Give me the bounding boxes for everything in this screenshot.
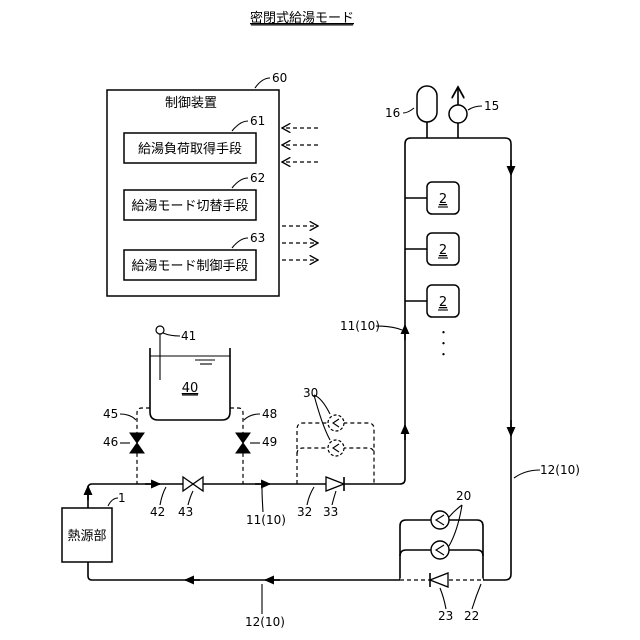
ref-49: 49 bbox=[262, 435, 277, 449]
ref-22: 22 bbox=[464, 609, 479, 623]
ref-32: 32 bbox=[297, 505, 312, 519]
terminal-label-2: 2 bbox=[439, 243, 447, 258]
ref-62: 62 bbox=[250, 171, 265, 185]
diagram-title: 密閉式給湯モード bbox=[250, 10, 354, 26]
controller-box: 制御装置 60 給湯負荷取得手段 61 給湯モード切替手段 62 給湯モード制御… bbox=[107, 71, 287, 296]
label-supply-bottom: 11(10) bbox=[246, 513, 286, 527]
unit-label-mode-switch: 給湯モード切替手段 bbox=[131, 199, 248, 214]
check-valve-33 bbox=[326, 477, 344, 491]
terminal-label-1: 2 bbox=[439, 192, 447, 207]
label-return-bottom: 12(10) bbox=[245, 615, 285, 629]
label-supply-top: 11(10) bbox=[340, 319, 380, 333]
heat-source: 熱源部 1 bbox=[62, 491, 126, 562]
ref-15: 15 bbox=[484, 99, 499, 113]
ref-1: 1 bbox=[118, 491, 126, 505]
ref-23: 23 bbox=[438, 609, 453, 623]
return-pumps-20 bbox=[400, 505, 483, 580]
unit-label-load-acquisition: 給湯負荷取得手段 bbox=[138, 141, 242, 157]
label-return-right: 12(10) bbox=[540, 463, 580, 477]
valve-46 bbox=[130, 433, 144, 453]
ref-48: 48 bbox=[262, 407, 277, 421]
ref-30: 30 bbox=[303, 386, 318, 400]
ref-41: 41 bbox=[181, 329, 196, 343]
ref-33: 33 bbox=[323, 505, 338, 519]
ref-20: 20 bbox=[456, 489, 471, 503]
ref-16: 16 bbox=[385, 106, 400, 120]
controller-title: 制御装置 bbox=[165, 96, 217, 111]
terminal-label-3: 2 bbox=[439, 295, 447, 310]
expansion-tank-16 bbox=[403, 86, 437, 138]
storage-tank: 40 41 bbox=[150, 326, 230, 420]
bypass-30 bbox=[297, 395, 374, 484]
terminals-more: ・・・ bbox=[437, 327, 450, 360]
heat-source-label: 熱源部 bbox=[67, 529, 106, 544]
ref-60: 60 bbox=[272, 71, 287, 85]
ref-63: 63 bbox=[250, 231, 265, 245]
ref-46: 46 bbox=[103, 435, 118, 449]
controller-signal-arrows bbox=[282, 128, 318, 260]
air-vent-15 bbox=[449, 87, 482, 138]
ref-43: 43 bbox=[178, 505, 193, 519]
ref-61: 61 bbox=[250, 114, 265, 128]
check-valve-23 bbox=[400, 573, 483, 587]
ref-42: 42 bbox=[150, 505, 165, 519]
ref-45: 45 bbox=[103, 407, 118, 421]
terminals: 2 2 2 ・・・ bbox=[405, 182, 459, 360]
valve-49 bbox=[236, 433, 250, 453]
unit-label-mode-control: 給湯モード制御手段 bbox=[131, 259, 248, 274]
tank-label: 40 bbox=[182, 381, 199, 396]
valve-43 bbox=[183, 477, 203, 491]
